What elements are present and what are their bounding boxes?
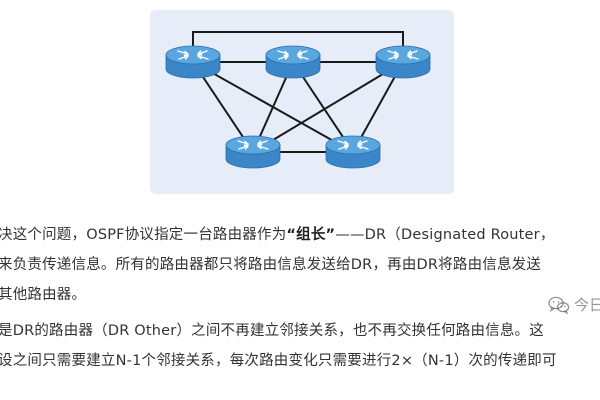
router-bottom-right-router-icon xyxy=(325,135,381,169)
router-top-middle-router-icon xyxy=(265,45,321,79)
paragraph-line-5: 设之间只需要建立N-1个邻接关系，每次路由变化只需要进行2×（N-1）次的传递即… xyxy=(0,353,557,369)
wechat-watermark: 今日 xyxy=(548,294,600,315)
wechat-icon xyxy=(548,296,570,314)
line1-text-end: ——DR（Designated Router， xyxy=(335,227,555,243)
group-leader-emphasis: “组长” xyxy=(286,227,336,243)
paragraph-line-2: 来负责传递信息。所有的路由器都只将路由信息发送给DR，再由DR将路由信息发送 xyxy=(0,257,542,273)
article-body: 决这个问题，OSPF协议指定一台路由器作为“组长”——DR（Designated… xyxy=(0,220,600,376)
link-router-top-right-router-bottom-left xyxy=(252,61,404,153)
line1-text: 决这个问题，OSPF协议指定一台路由器作为 xyxy=(0,227,287,243)
paragraph-line-3: 其他路由器。 xyxy=(0,287,87,303)
router-top-left-router-icon xyxy=(165,45,221,79)
router-top-right-router-icon xyxy=(375,45,431,79)
network-topology-figure xyxy=(150,10,454,194)
paragraph-line-4: 是DR的路由器（DR Other）之间不再建立邻接关系，也不再交换任何路由信息。… xyxy=(0,323,544,339)
router-bottom-left-router-icon xyxy=(225,135,281,169)
topology-diagram xyxy=(165,31,431,169)
paragraph-line-1: 决这个问题，OSPF协议指定一台路由器作为“组长”——DR（Designated… xyxy=(0,220,600,250)
watermark-text: 今日 xyxy=(573,296,600,314)
